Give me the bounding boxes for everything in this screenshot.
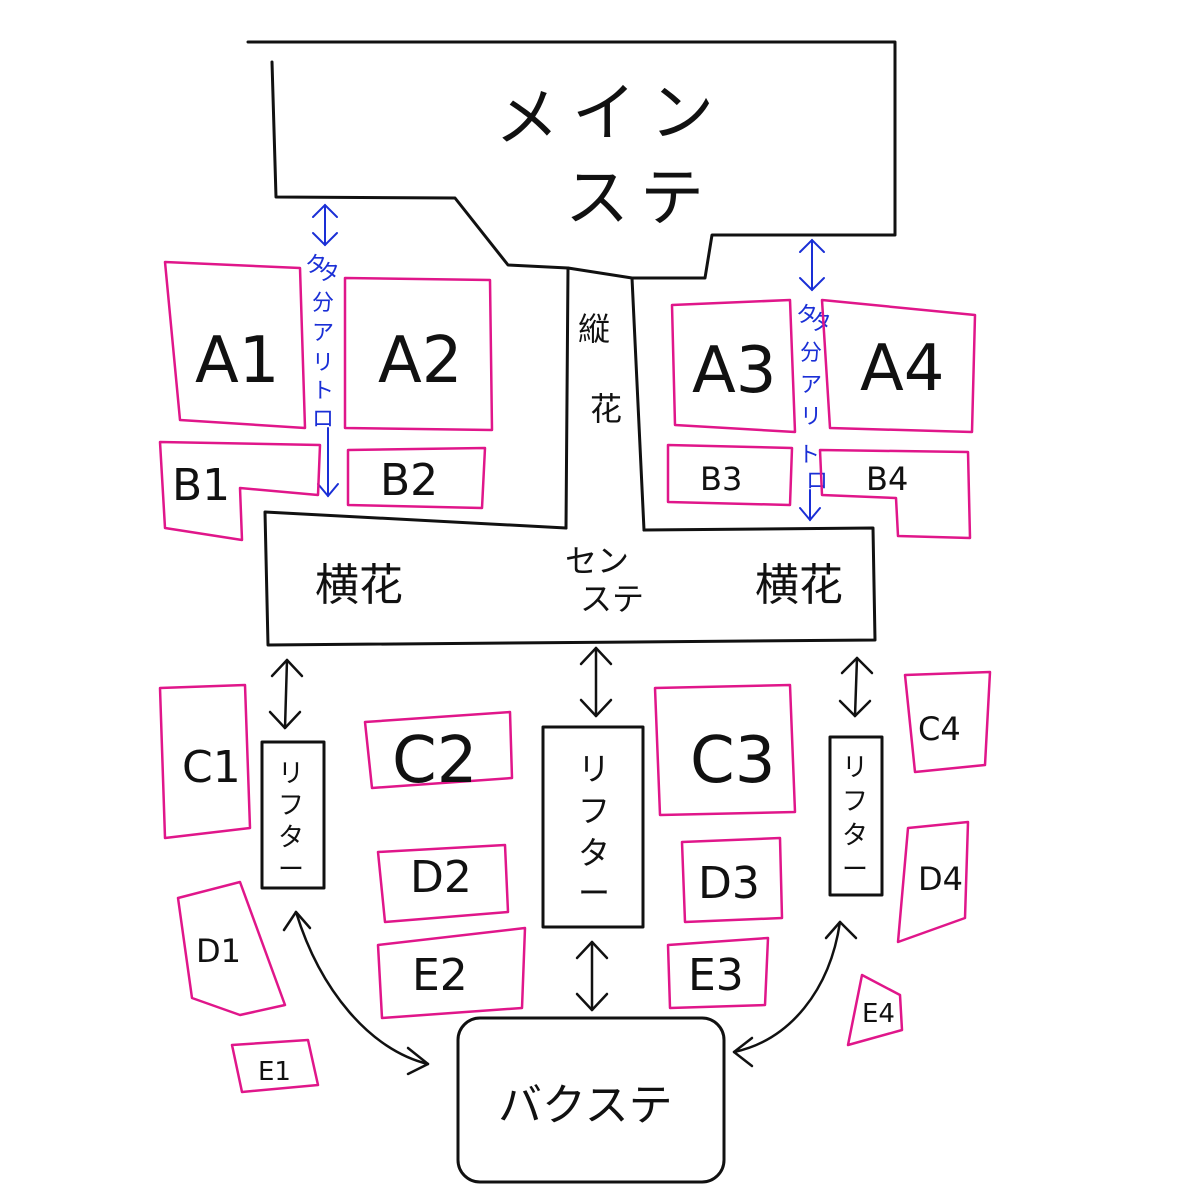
note-left-char-7: ロ bbox=[312, 407, 334, 432]
back-stage-label: バクステ bbox=[498, 1080, 673, 1131]
note-right-arrow bbox=[799, 238, 825, 522]
block-D2 bbox=[376, 843, 510, 924]
note-right-char-6: ト bbox=[798, 443, 820, 468]
note-left-char-3: 分 bbox=[312, 291, 334, 316]
block-B4 bbox=[818, 448, 972, 540]
block-A3-label: A3 bbox=[692, 334, 777, 408]
main-stage-label-4: ス bbox=[565, 162, 629, 236]
lifter-center-char-3: タ bbox=[578, 834, 610, 872]
vertical-hanamichi-left-edge bbox=[564, 266, 570, 530]
block-D3-label: D3 bbox=[698, 858, 760, 909]
note-left-char-4: ア bbox=[312, 321, 334, 346]
note-left-arrow bbox=[312, 203, 339, 498]
note-right-char-5: リ bbox=[800, 405, 822, 430]
block-E2 bbox=[376, 926, 527, 1020]
block-E4-label: E4 bbox=[862, 999, 895, 1029]
block-A1-label: A1 bbox=[195, 324, 280, 398]
note-right-char-2: タ bbox=[810, 311, 832, 336]
block-A1 bbox=[163, 260, 307, 430]
note-right-char-4: ア bbox=[800, 373, 822, 398]
block-E1-label: E1 bbox=[258, 1057, 291, 1087]
block-C1-label: C1 bbox=[182, 742, 241, 793]
main-stage-label-2: イ bbox=[572, 77, 636, 151]
main-stage-label-3: ン bbox=[650, 77, 714, 151]
arrow-center-bottom bbox=[575, 940, 609, 1012]
block-E2-label: E2 bbox=[412, 950, 468, 1001]
note-right-char-7: ロ bbox=[806, 469, 828, 494]
block-B4-label: B4 bbox=[866, 460, 908, 498]
arrow-right-top bbox=[838, 656, 874, 718]
block-A2 bbox=[343, 276, 494, 432]
main-stage-label-1: メ bbox=[495, 82, 559, 156]
lifter-center-char-1: リ bbox=[578, 750, 610, 788]
arrow-left-top bbox=[268, 658, 304, 730]
block-B1-label: B1 bbox=[172, 460, 230, 511]
block-E1 bbox=[230, 1038, 320, 1094]
note-right-char-3: 分 bbox=[800, 341, 822, 366]
main-stage-label-5: テ bbox=[640, 162, 704, 236]
lifter-right-char-2: フ bbox=[842, 787, 868, 817]
block-B3 bbox=[666, 443, 794, 507]
block-E3 bbox=[666, 936, 770, 1010]
horizontal-hanamichi-left-label: 横花 bbox=[315, 560, 403, 611]
block-C2 bbox=[363, 710, 514, 790]
vertical-hanamichi-label-2: 花 bbox=[590, 390, 622, 428]
block-E3-label: E3 bbox=[688, 950, 744, 1001]
block-D1 bbox=[176, 880, 287, 1017]
horizontal-hanamichi-right-label: 横花 bbox=[755, 560, 843, 611]
center-stage-outline bbox=[263, 510, 877, 647]
lifter-center bbox=[541, 725, 645, 929]
block-C2-label: C2 bbox=[392, 724, 477, 798]
note-left-char-5: リ bbox=[312, 351, 334, 376]
block-C1 bbox=[158, 683, 252, 840]
lifter-right-char-3: タ bbox=[842, 821, 868, 851]
block-A2-label: A2 bbox=[378, 324, 463, 398]
center-stage-label-1: セン bbox=[565, 542, 629, 580]
arrow-right-curve bbox=[732, 920, 858, 1068]
lifter-right-char-4: ー bbox=[842, 855, 868, 885]
block-D4-label: D4 bbox=[918, 860, 963, 898]
vertical-hanamichi-right-edge bbox=[630, 276, 646, 532]
block-E4 bbox=[846, 973, 904, 1047]
vertical-hanamichi-label-1: 縦 bbox=[578, 310, 610, 348]
block-D4 bbox=[896, 820, 970, 944]
block-C4-label: C4 bbox=[918, 710, 961, 748]
block-B2 bbox=[346, 446, 487, 510]
note-left-char-6: ト bbox=[312, 379, 334, 404]
lifter-left bbox=[260, 740, 326, 890]
note-left-char-2: タ bbox=[318, 261, 340, 286]
block-C3 bbox=[653, 683, 797, 817]
lifter-left-char-4: ー bbox=[278, 855, 304, 885]
lifter-left-char-2: フ bbox=[278, 791, 304, 821]
lifter-center-char-2: フ bbox=[578, 792, 610, 830]
lifter-center-char-4: ー bbox=[578, 874, 610, 912]
note-right-char-1: タ bbox=[796, 303, 818, 328]
lifter-right-char-1: リ bbox=[842, 753, 868, 783]
lifter-left-char-1: リ bbox=[278, 759, 304, 789]
arrow-center-top bbox=[579, 646, 613, 718]
block-D3 bbox=[680, 836, 784, 924]
center-stage-label-2: ステ bbox=[580, 580, 644, 618]
lifter-left-char-3: タ bbox=[278, 823, 304, 853]
block-C3-label: C3 bbox=[690, 724, 775, 798]
block-A4-label: A4 bbox=[860, 332, 945, 406]
block-D2-label: D2 bbox=[410, 852, 472, 903]
lifter-right bbox=[828, 735, 884, 897]
back-stage-outline bbox=[456, 1016, 726, 1184]
block-B3-label: B3 bbox=[700, 460, 742, 498]
block-C4 bbox=[903, 670, 992, 774]
block-D1-label: D1 bbox=[196, 932, 241, 970]
block-A3 bbox=[670, 298, 797, 434]
block-B1 bbox=[158, 440, 322, 542]
block-A4 bbox=[820, 298, 977, 434]
block-B2-label: B2 bbox=[380, 455, 438, 506]
note-left-char-1: タ bbox=[305, 253, 327, 278]
arrow-left-curve bbox=[282, 910, 430, 1076]
